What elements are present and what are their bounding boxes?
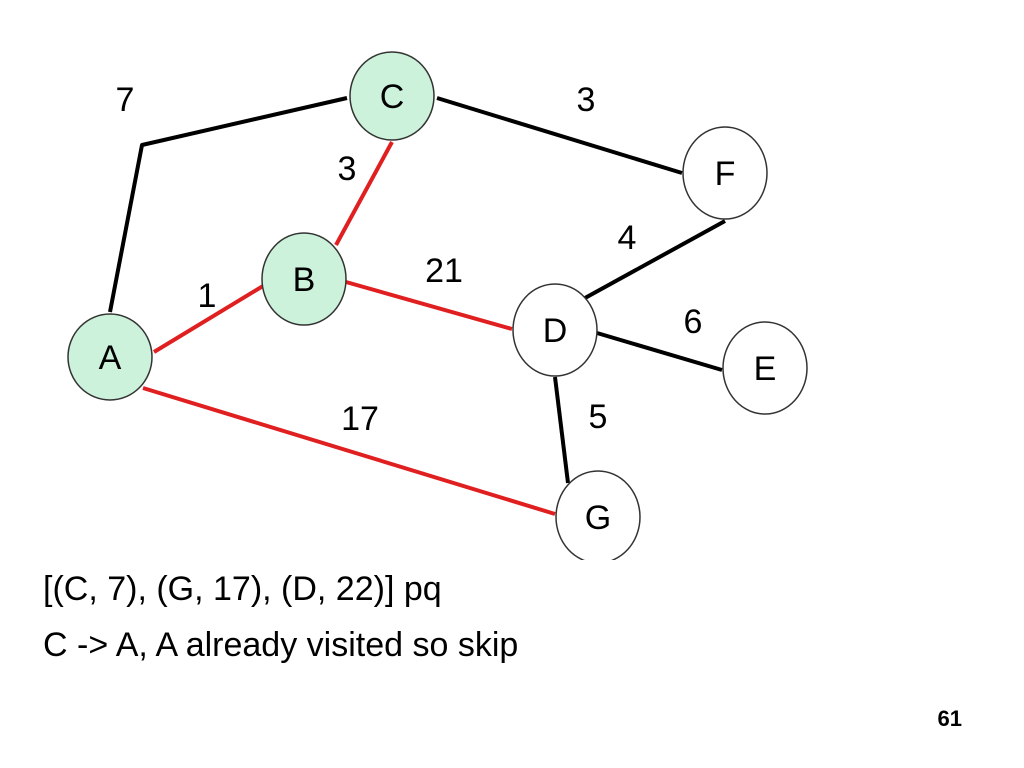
node-b: B — [261, 232, 347, 326]
node-d: D — [512, 283, 598, 377]
edge-weight-d-f: 4 — [618, 219, 637, 257]
node-label-d: D — [543, 312, 568, 350]
node-c: C — [349, 51, 435, 141]
node-label-a: A — [99, 339, 122, 377]
step-description-caption: C -> A, A already visited so skip — [43, 626, 519, 664]
node-circle-a — [67, 313, 153, 401]
node-circle-g — [555, 470, 641, 560]
edge-weight-b-d: 21 — [425, 252, 463, 290]
node-a: A — [67, 313, 153, 401]
node-f: F — [682, 126, 768, 220]
node-circle-d — [512, 283, 598, 377]
node-circle-e — [722, 321, 808, 415]
graph-diagram: A B C D E F G 7 3 3 4 21 1 6 17 5 — [67, 51, 808, 560]
edge-weight-c-f: 3 — [577, 81, 596, 119]
edge-weight-c-b: 3 — [338, 150, 357, 188]
node-label-c: C — [380, 78, 405, 116]
edge-weight-d-e: 6 — [684, 303, 703, 341]
edge-c-f — [436, 96, 683, 175]
node-circle-f — [682, 126, 768, 220]
edge-d-e — [596, 331, 723, 372]
node-label-g: G — [585, 499, 611, 537]
node-label-f: F — [715, 155, 736, 193]
edge-b-d — [345, 280, 513, 331]
node-e: E — [722, 321, 808, 415]
page-number: 61 — [937, 706, 962, 731]
node-circle-b — [261, 232, 347, 326]
edge-c-b — [334, 141, 394, 246]
node-label-b: B — [293, 261, 316, 299]
node-label-e: E — [754, 350, 777, 388]
edge-d-g — [553, 376, 570, 484]
priority-queue-caption: [(C, 7), (G, 17), (D, 22)] pq — [43, 570, 442, 608]
edge-weight-a-b: 1 — [198, 277, 217, 315]
edge-a-b — [152, 284, 265, 354]
node-circle-c — [349, 51, 435, 141]
edge-d-f — [584, 219, 726, 300]
edge-weight-a-g: 17 — [341, 400, 379, 438]
node-g: G — [555, 470, 641, 560]
edge-weight-d-g: 5 — [589, 398, 608, 436]
edge-a-c — [108, 96, 348, 313]
edge-a-g — [142, 386, 556, 516]
edge-weight-a-c: 7 — [116, 81, 135, 119]
